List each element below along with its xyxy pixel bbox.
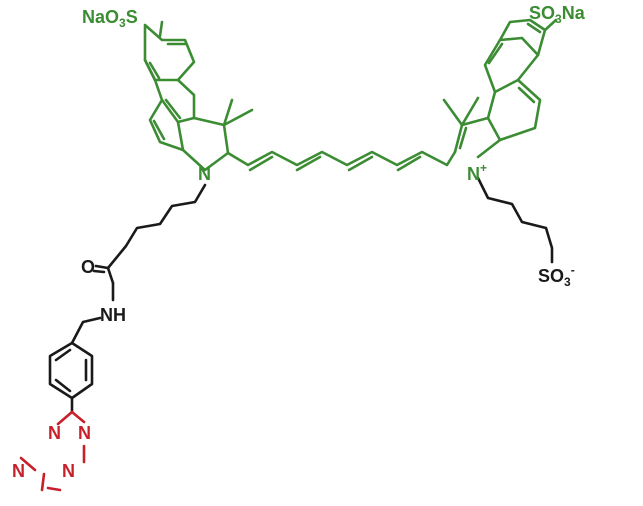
left-sulfonate-label: NaO3S (82, 7, 138, 30)
polymethine-chain (226, 150, 457, 172)
hexanoyl-linker (92, 183, 207, 302)
right-benzindole (442, 18, 558, 159)
carbonyl-oxygen-label: O (81, 257, 96, 277)
tetrazine-n1-label: N (48, 423, 61, 443)
tetrazine-n2-label: N (78, 423, 91, 443)
left-benzindole (143, 20, 254, 172)
tetrazine-n3-label: N (12, 461, 25, 481)
amide-nh-label: NH (100, 305, 126, 325)
benzyl-phenyl (48, 316, 102, 414)
positive-charge: + (480, 161, 488, 175)
tetrazine-ring (19, 410, 86, 492)
right-sulfonate-label: SO3Na (529, 3, 585, 26)
terminal-sulfonate-label: SO3- (538, 263, 575, 289)
tetrazine-n4-label: N (62, 461, 75, 481)
right-nitrogen-label: N+ (467, 161, 488, 184)
left-nitrogen-label: N (198, 164, 211, 184)
sulfobutyl-chain (476, 176, 554, 264)
